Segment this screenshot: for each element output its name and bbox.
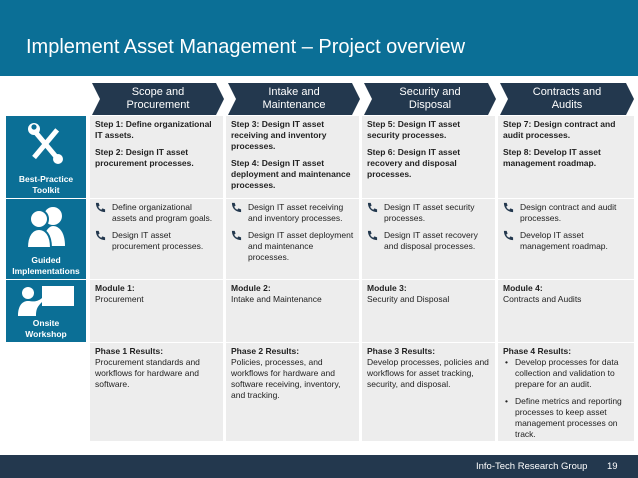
module-cell-3: Module 3: Security and Disposal	[362, 280, 495, 342]
chevron-shape	[92, 83, 224, 115]
task-text: Design IT asset recovery and disposal pr…	[384, 230, 478, 251]
toolkit-cell-3: Step 5: Design IT asset security process…	[362, 116, 495, 198]
toolkit-cell-2: Step 3: Design IT asset receiving and in…	[226, 116, 359, 198]
results-cell-1: Phase 1 Results: Procurement standards a…	[90, 343, 223, 441]
step-item: Step 7: Design contract and audit proces…	[503, 119, 616, 140]
module-title: Module 4:	[503, 283, 543, 293]
results-text: Policies, processes, and workflows for h…	[231, 357, 341, 400]
phase-label: Scope and Procurement	[126, 86, 190, 111]
step-item: Step 1: Define organizational IT assets.	[95, 119, 212, 140]
phone-icon	[503, 202, 514, 213]
guided-cell-1: Define organizational assets and program…	[90, 199, 223, 279]
task-item: Design IT asset receiving and inventory …	[231, 202, 354, 224]
row-label-text: Guided Implementations	[12, 255, 80, 276]
module-title: Module 1:	[95, 283, 135, 293]
module-name: Security and Disposal	[367, 294, 450, 304]
results-cell-3: Phase 3 Results: Develop processes, poli…	[362, 343, 495, 441]
phase-chevron-3: Security and Disposal	[364, 83, 496, 115]
row-label-toolkit: Best-Practice Toolkit	[6, 116, 86, 198]
step-item: Step 2: Design IT asset procurement proc…	[95, 147, 194, 168]
title-bar	[0, 0, 638, 76]
task-item: Design IT asset deployment and maintenan…	[231, 230, 354, 263]
footer-bar	[0, 455, 638, 478]
phase-chevron-4: Contracts and Audits	[500, 83, 634, 115]
row-label-text: Best-Practice Toolkit	[18, 174, 74, 195]
step-item: Step 4: Design IT asset deployment and m…	[231, 158, 351, 190]
phone-icon	[231, 202, 242, 213]
module-cell-2: Module 2: Intake and Maintenance	[226, 280, 359, 342]
step-item: Step 3: Design IT asset receiving and in…	[231, 119, 327, 151]
module-cell-4: Module 4: Contracts and Audits	[498, 280, 634, 342]
module-name: Contracts and Audits	[503, 294, 582, 304]
phase-label: Security and Disposal	[399, 86, 461, 111]
row-label-guided: Guided Implementations	[6, 199, 86, 279]
chevron-shape	[500, 83, 634, 115]
step-item: Step 8: Develop IT asset management road…	[503, 147, 601, 168]
task-item: Define organizational assets and program…	[95, 202, 218, 224]
guided-cell-4: Design contract and audit processes. Dev…	[498, 199, 634, 279]
phase-chevron-2: Intake and Maintenance	[228, 83, 360, 115]
phone-icon	[367, 230, 378, 241]
task-text: Develop IT asset management roadmap.	[520, 230, 608, 251]
task-text: Define organizational assets and program…	[112, 202, 213, 223]
people-icon	[25, 207, 65, 248]
toolkit-cell-1: Step 1: Define organizational IT assets.…	[90, 116, 223, 198]
results-bullet: Define metrics and reporting processes t…	[503, 396, 629, 440]
row-label-workshop: Onsite Workshop	[6, 280, 86, 342]
task-text: Design IT asset procurement processes.	[112, 230, 204, 251]
step-item: Step 6: Design IT asset recovery and dis…	[367, 147, 461, 179]
page-number: 19	[607, 461, 618, 472]
module-name: Intake and Maintenance	[231, 294, 322, 304]
results-cell-2: Phase 2 Results: Policies, processes, an…	[226, 343, 359, 441]
phase-label: Intake and Maintenance	[262, 86, 326, 111]
task-text: Design IT asset security processes.	[384, 202, 475, 223]
task-item: Design IT asset procurement processes.	[95, 230, 218, 252]
phone-icon	[95, 230, 106, 241]
results-bullet: Develop processes for data collection an…	[503, 357, 629, 390]
module-title: Module 3:	[367, 283, 407, 293]
footer-org: Info-Tech Research Group	[476, 461, 588, 472]
slide-title: Implement Asset Management – Project ove…	[26, 36, 466, 58]
task-text: Design IT asset receiving and inventory …	[248, 202, 344, 223]
task-item: Design contract and audit processes.	[503, 202, 629, 224]
phone-icon	[231, 230, 242, 241]
task-item: Design IT asset recovery and disposal pr…	[367, 230, 490, 252]
module-name: Procurement	[95, 294, 144, 304]
task-text: Design IT asset deployment and maintenan…	[248, 230, 354, 262]
row-label-text: Onsite Workshop	[25, 318, 67, 339]
results-text: Develop processes, policies and workflow…	[367, 357, 489, 389]
results-text: Procurement standards and workflows for …	[95, 357, 200, 389]
phone-icon	[503, 230, 514, 241]
results-title: Phase 4 Results:	[503, 346, 572, 356]
toolkit-cell-4: Step 7: Design contract and audit proces…	[498, 116, 634, 198]
results-title: Phase 3 Results:	[367, 346, 436, 356]
chevron-shape	[228, 83, 360, 115]
phase-label: Contracts and Audits	[532, 86, 602, 111]
chevron-shape	[364, 83, 496, 115]
phone-icon	[95, 202, 106, 213]
presenter-icon	[18, 286, 74, 316]
module-cell-1: Module 1: Procurement	[90, 280, 223, 342]
phase-chevron-1: Scope and Procurement	[92, 83, 224, 115]
tools-icon	[28, 123, 63, 164]
results-title: Phase 2 Results:	[231, 346, 300, 356]
guided-cell-2: Design IT asset receiving and inventory …	[226, 199, 359, 279]
module-title: Module 2:	[231, 283, 271, 293]
results-cell-4: Phase 4 Results: Develop processes for d…	[498, 343, 634, 441]
results-title: Phase 1 Results:	[95, 346, 164, 356]
task-text: Design contract and audit processes.	[520, 202, 617, 223]
task-item: Develop IT asset management roadmap.	[503, 230, 629, 252]
phone-icon	[367, 202, 378, 213]
step-item: Step 5: Design IT asset security process…	[367, 119, 461, 140]
guided-cell-3: Design IT asset security processes. Desi…	[362, 199, 495, 279]
task-item: Design IT asset security processes.	[367, 202, 490, 224]
